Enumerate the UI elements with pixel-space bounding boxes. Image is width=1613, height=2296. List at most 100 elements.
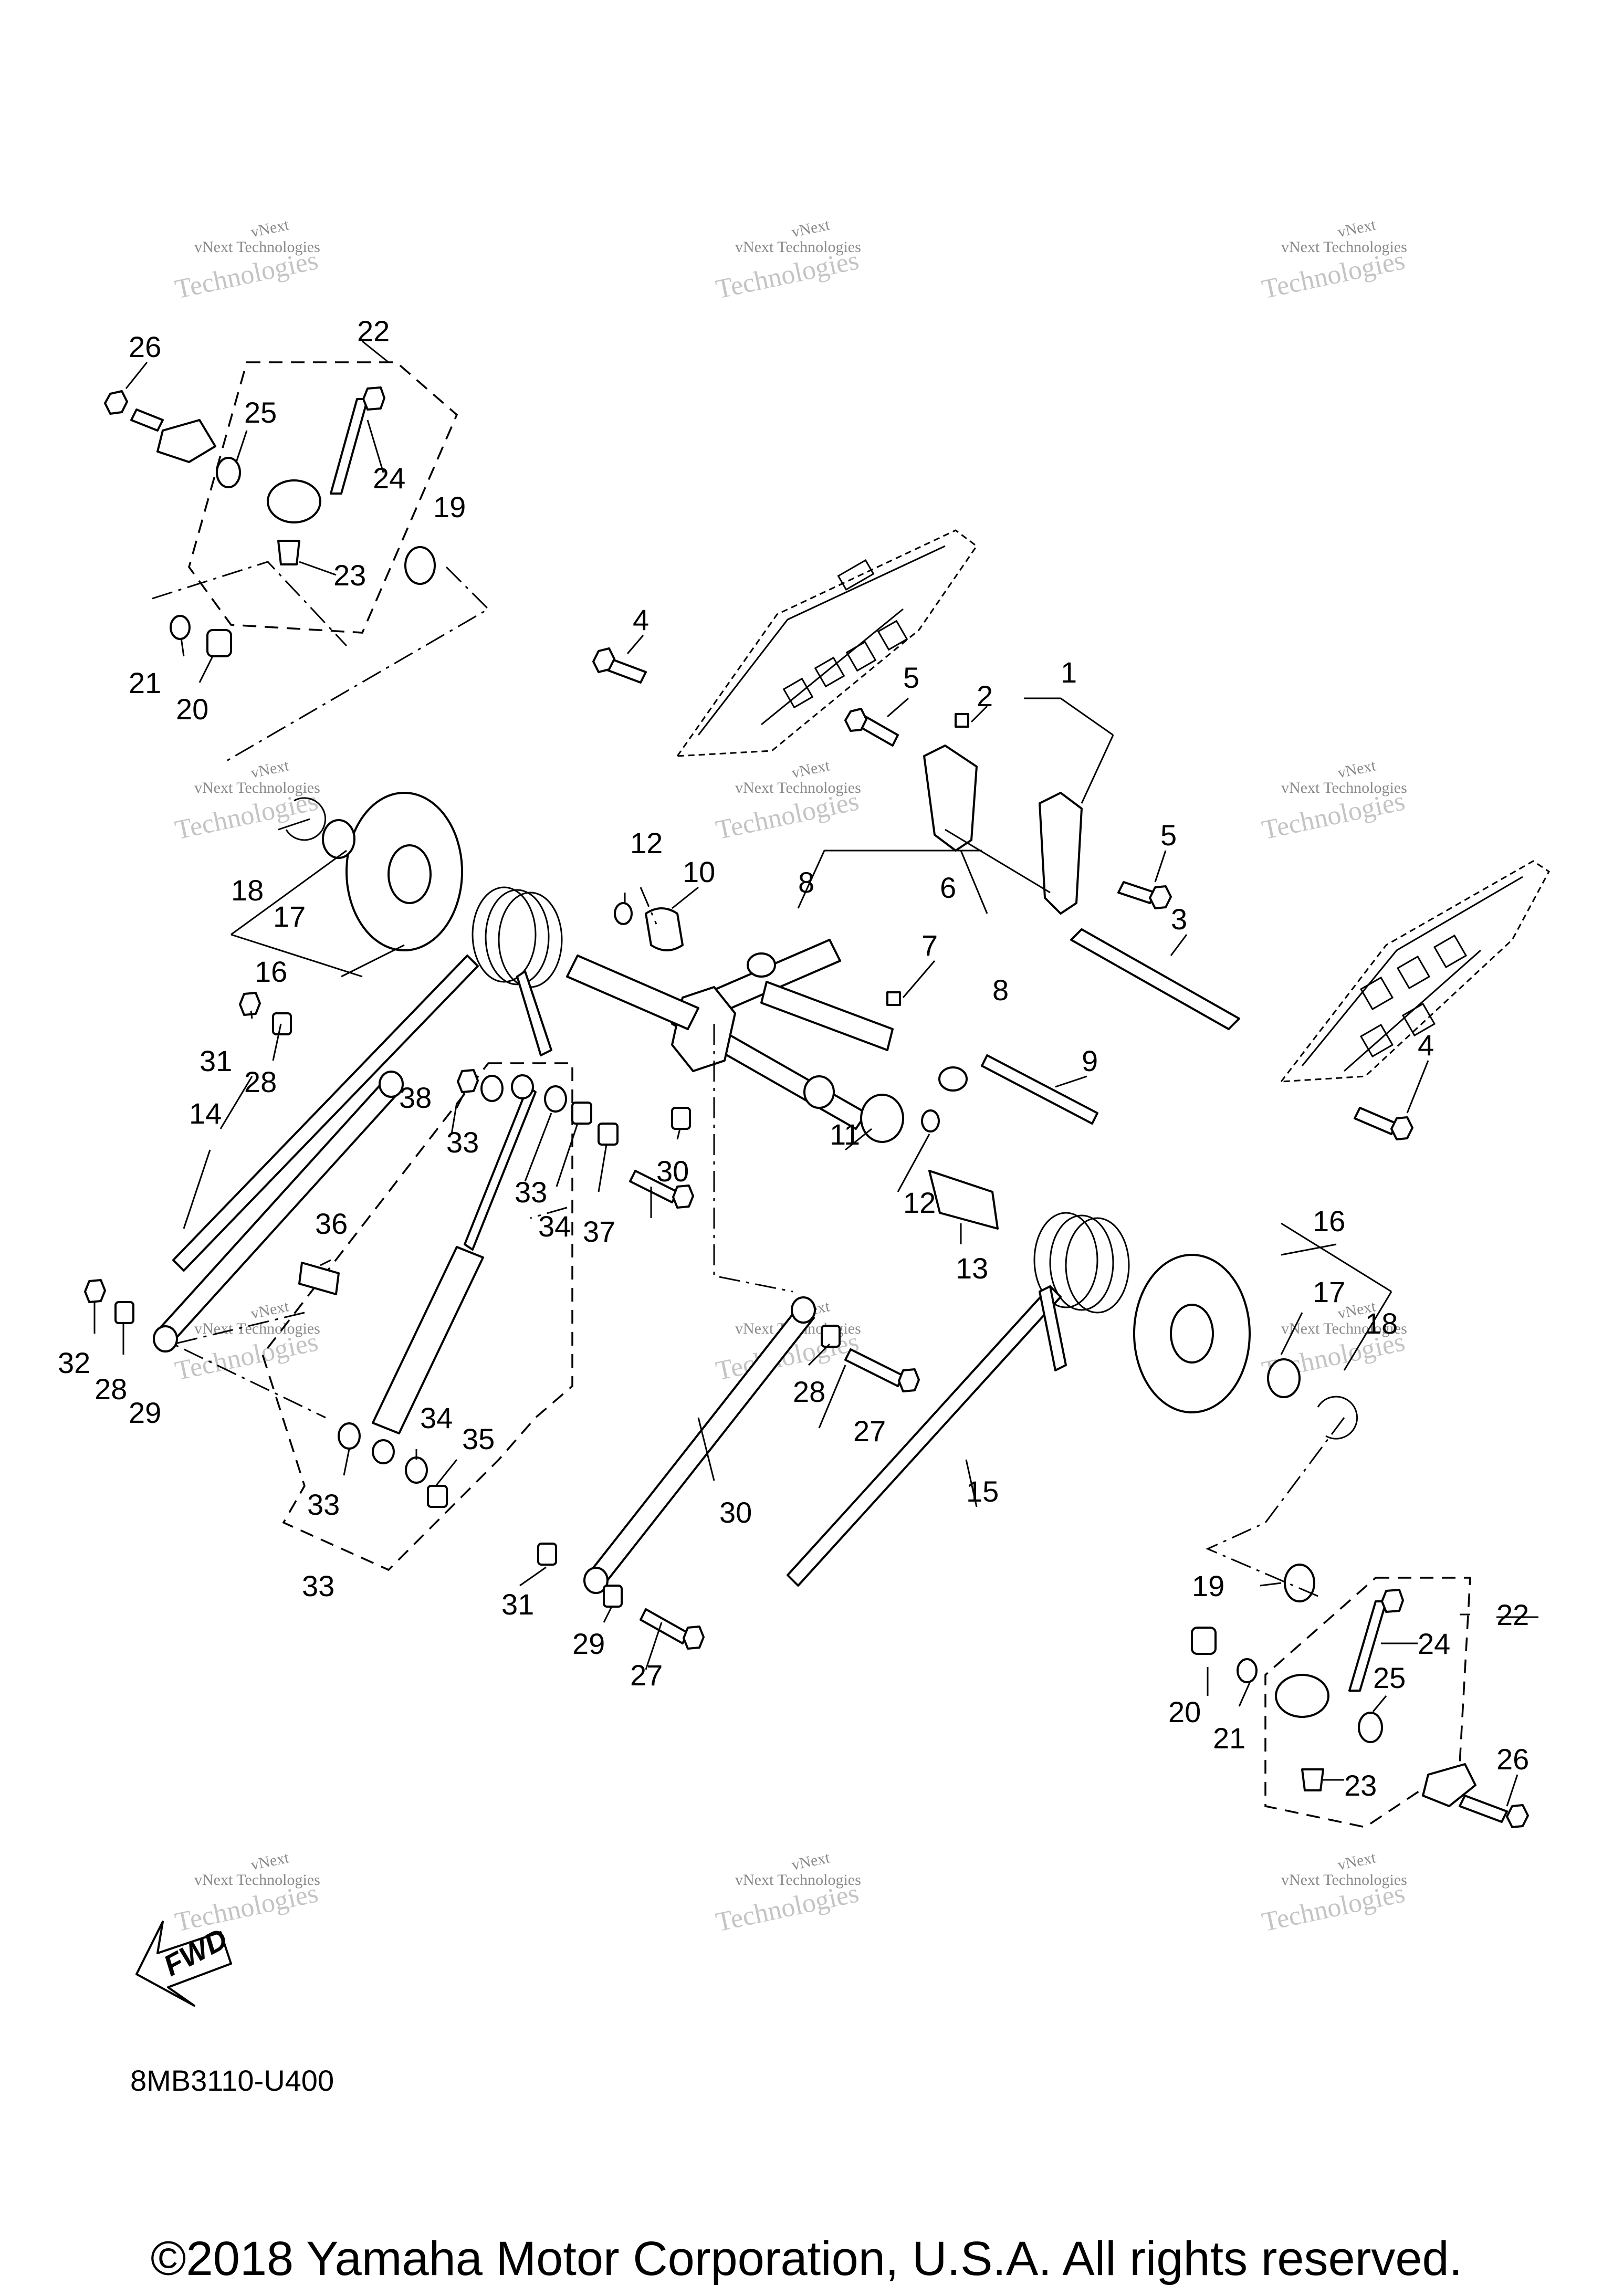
collar [1284,1564,1315,1602]
callout-29: 29 [129,1396,161,1429]
callout-2: 2 [977,679,993,712]
watermark-top: vNext [249,757,291,782]
callout-34: 34 [538,1210,571,1243]
shaft [566,955,699,1030]
callout-28: 28 [793,1375,825,1408]
callouts: 1 2 3 4 4 5 5 6 7 8 8 9 10 11 12 12 13 1… [58,314,1529,1802]
callout-7: 7 [921,929,938,962]
pin [981,1054,1098,1125]
collar [747,952,776,978]
watermark: Technologies vNext Technologies vNext [713,216,861,305]
collar [821,1325,841,1348]
collar [671,1107,691,1130]
bolt [629,1170,694,1209]
callout-32: 33 [302,1569,334,1602]
washer [170,615,191,640]
watermark-small: vNext Technologies [194,238,320,256]
callout-31: 32 [58,1346,90,1379]
washer [921,1109,940,1133]
callout-17: 17 [1313,1275,1345,1308]
idler-wheel [345,792,463,951]
callout-31: 31 [200,1044,232,1077]
callout-15: 15 [966,1475,999,1508]
callout-29: 30 [719,1496,752,1529]
copyright: ©2018 Yamaha Motor Corporation, U.S.A. A… [150,2232,1463,2285]
watermark-top: vNext [1336,757,1378,782]
callout-23: 23 [333,559,366,592]
callout-3: 3 [1171,903,1187,936]
callout-24: 24 [373,462,405,495]
watermark-small: vNext Technologies [194,1871,320,1889]
link-arm [583,1296,816,1594]
watermark-small: vNext Technologies [1281,1871,1407,1889]
pivot-arm [671,939,904,1143]
callout-33: 33 [515,1176,547,1209]
bolt [844,1348,920,1392]
callout-6: 6 [940,871,956,904]
callout-22: 22 [357,314,390,348]
callout-25: 25 [1373,1661,1406,1694]
callout-26: 26 [129,330,161,363]
bolt [640,1608,705,1650]
watermark-small: vNext Technologies [1281,1320,1407,1337]
bracket-assembly [923,745,1083,915]
callout-9: 9 [1082,1044,1098,1077]
shaft [1070,928,1240,1030]
callout-35: 36 [315,1207,348,1240]
callout-16: 16 [1313,1204,1345,1238]
adjuster-assembly [1264,1577,1529,1828]
collar [537,1543,557,1566]
watermark-small: vNext Technologies [194,779,320,796]
frame-rail-upper [675,529,978,757]
bolt [844,708,899,747]
callout-8: 8 [798,866,814,899]
watermark: Technologies vNext Technologies vNext [172,1849,320,1937]
callout-5: 5 [1160,819,1177,852]
callout-18: 18 [1365,1307,1398,1340]
link-arm [153,1071,404,1353]
watermark: Technologies vNext Technologies vNext [1259,216,1407,305]
collar [603,1585,623,1608]
collar [272,1012,292,1035]
watermark-top: vNext [790,216,832,241]
callout-33: 33 [307,1488,340,1521]
callout-8: 8 [992,973,1009,1007]
bushing [427,1485,448,1508]
callout-1: 1 [1061,656,1077,689]
collar [404,546,436,585]
callout-24: 24 [1418,1627,1450,1660]
callout-18: 18 [231,874,264,907]
grease-nipple [886,991,901,1006]
callout-26: 26 [1496,1743,1529,1776]
callout-16: 16 [255,955,287,988]
watermark: Technologies vNext Technologies vNext [172,757,320,845]
watermark-small: vNext Technologies [1281,779,1407,796]
callout-21: 21 [129,666,161,699]
bolt [1117,881,1172,909]
watermark-top: vNext [249,1849,291,1874]
bushing [405,1456,428,1484]
callout-17: 17 [273,900,306,933]
collar [938,1066,968,1092]
callout-36: 37 [583,1215,615,1248]
callout-22: 22 [1496,1598,1529,1631]
watermark: Technologies vNext Technologies vNext [713,757,861,845]
callout-12: 12 [630,826,663,859]
watermark-small: vNext Technologies [735,1871,861,1889]
collar [928,1170,999,1230]
callout-5: 5 [903,661,919,694]
callout-27: 27 [853,1414,886,1448]
washer [1237,1658,1258,1683]
diagram-code: 8MB3110-U400 [130,2064,334,2097]
bushing [645,907,684,951]
frame-rail-lower [1279,860,1550,1083]
bushing [544,1085,567,1113]
torsion-spring [172,886,563,1272]
callout-37: 38 [399,1081,432,1114]
circlip [285,797,327,841]
callout-12: 12 [903,1186,936,1219]
watermark: Technologies vNext Technologies vNext [172,216,320,305]
callout-19: 19 [1192,1569,1224,1602]
leader-lines [93,340,1538,1807]
callout-4: 4 [1418,1029,1434,1062]
